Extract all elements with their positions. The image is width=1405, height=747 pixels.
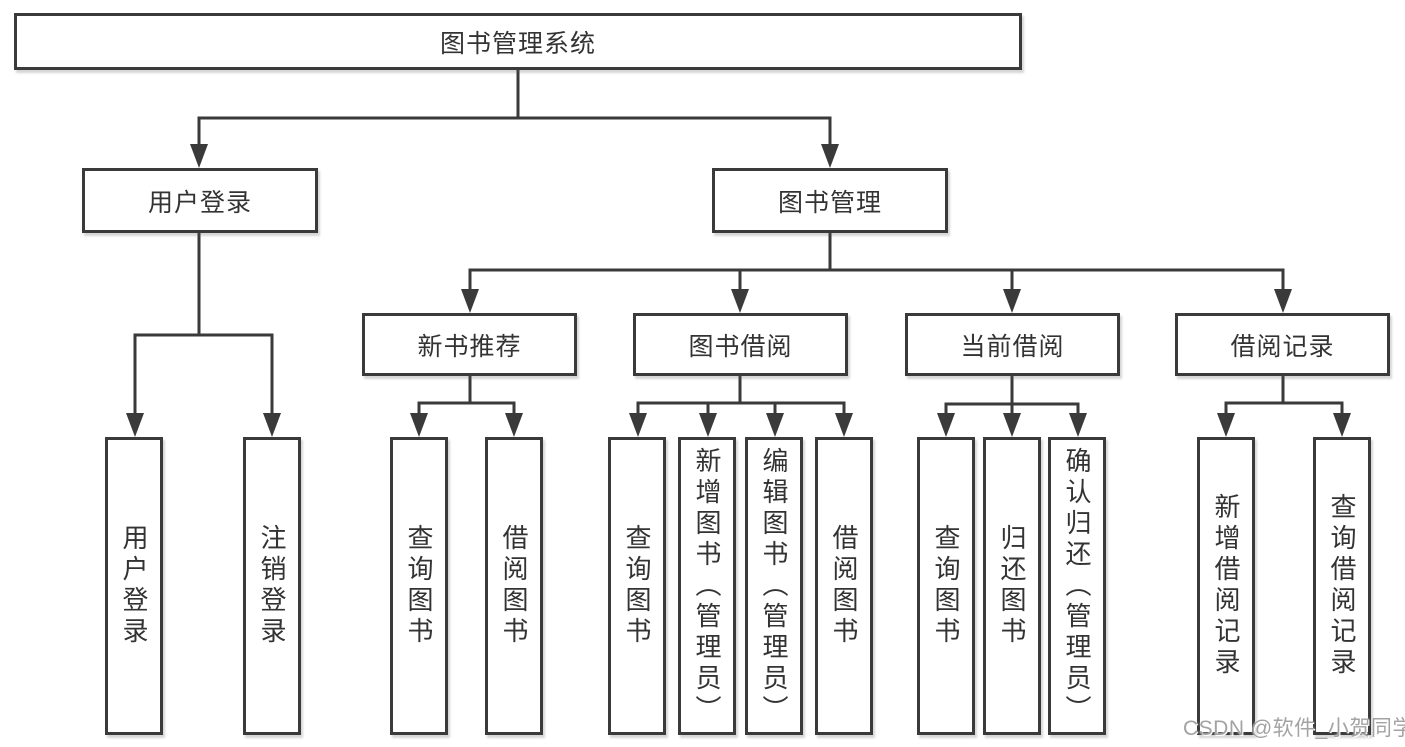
node-book-management: 图书管理 [712, 168, 948, 233]
node-add-borrow-record: 新增借阅记录 [1197, 437, 1255, 735]
node-label: 图书管理系统 [439, 29, 596, 58]
node-query-books-current: 查询图书 [917, 437, 975, 735]
node-return-books: 归还图书 [983, 437, 1041, 735]
node-add-books-admin: 新增图书（管理员） [678, 437, 736, 735]
node-borrow-books-recommend: 借阅图书 [485, 437, 543, 735]
node-logout: 注销登录 [243, 437, 301, 735]
node-label: 图书管理 [777, 188, 882, 217]
node-label: 注销登录 [257, 524, 287, 648]
node-edit-books-admin: 编辑图书（管理员） [745, 437, 803, 735]
node-label: 当前借阅 [960, 332, 1065, 361]
node-book-borrowing: 图书借阅 [633, 313, 848, 376]
node-label: 确认归还（管理员） [1062, 446, 1092, 726]
node-label: 新增借阅记录 [1211, 493, 1241, 679]
node-label: 用户登录 [119, 524, 149, 648]
node-label: 新书推荐 [417, 332, 522, 361]
node-label: 编辑图书（管理员） [759, 446, 789, 726]
node-label: 新增图书（管理员） [692, 446, 722, 726]
node-label: 用户登录 [147, 188, 252, 217]
node-label: 查询借阅记录 [1327, 493, 1357, 679]
node-borrowing-records: 借阅记录 [1175, 313, 1390, 376]
node-borrow-books: 借阅图书 [815, 437, 873, 735]
node-query-borrow-record: 查询借阅记录 [1313, 437, 1371, 735]
csdn-watermark: CSDN @软件_小贺同学 [1183, 717, 1405, 740]
node-new-book-recommendation: 新书推荐 [362, 313, 577, 376]
node-label: 查询图书 [622, 524, 652, 648]
node-current-borrowing: 当前借阅 [905, 313, 1120, 376]
node-label: 借阅记录 [1230, 332, 1335, 361]
node-label: 查询图书 [931, 524, 961, 648]
node-user-login: 用户登录 [82, 168, 318, 233]
node-query-books-borrowing: 查询图书 [608, 437, 666, 735]
node-label: 借阅图书 [499, 524, 529, 648]
node-book-management-system: 图书管理系统 [14, 13, 1022, 70]
node-label: 图书借阅 [688, 332, 793, 361]
node-query-books-recommend: 查询图书 [390, 437, 448, 735]
node-label: 借阅图书 [829, 524, 859, 648]
node-label: 归还图书 [997, 524, 1027, 648]
node-label: 查询图书 [404, 524, 434, 648]
node-user-login-leaf: 用户登录 [105, 437, 163, 735]
node-confirm-return-admin: 确认归还（管理员） [1048, 437, 1106, 735]
